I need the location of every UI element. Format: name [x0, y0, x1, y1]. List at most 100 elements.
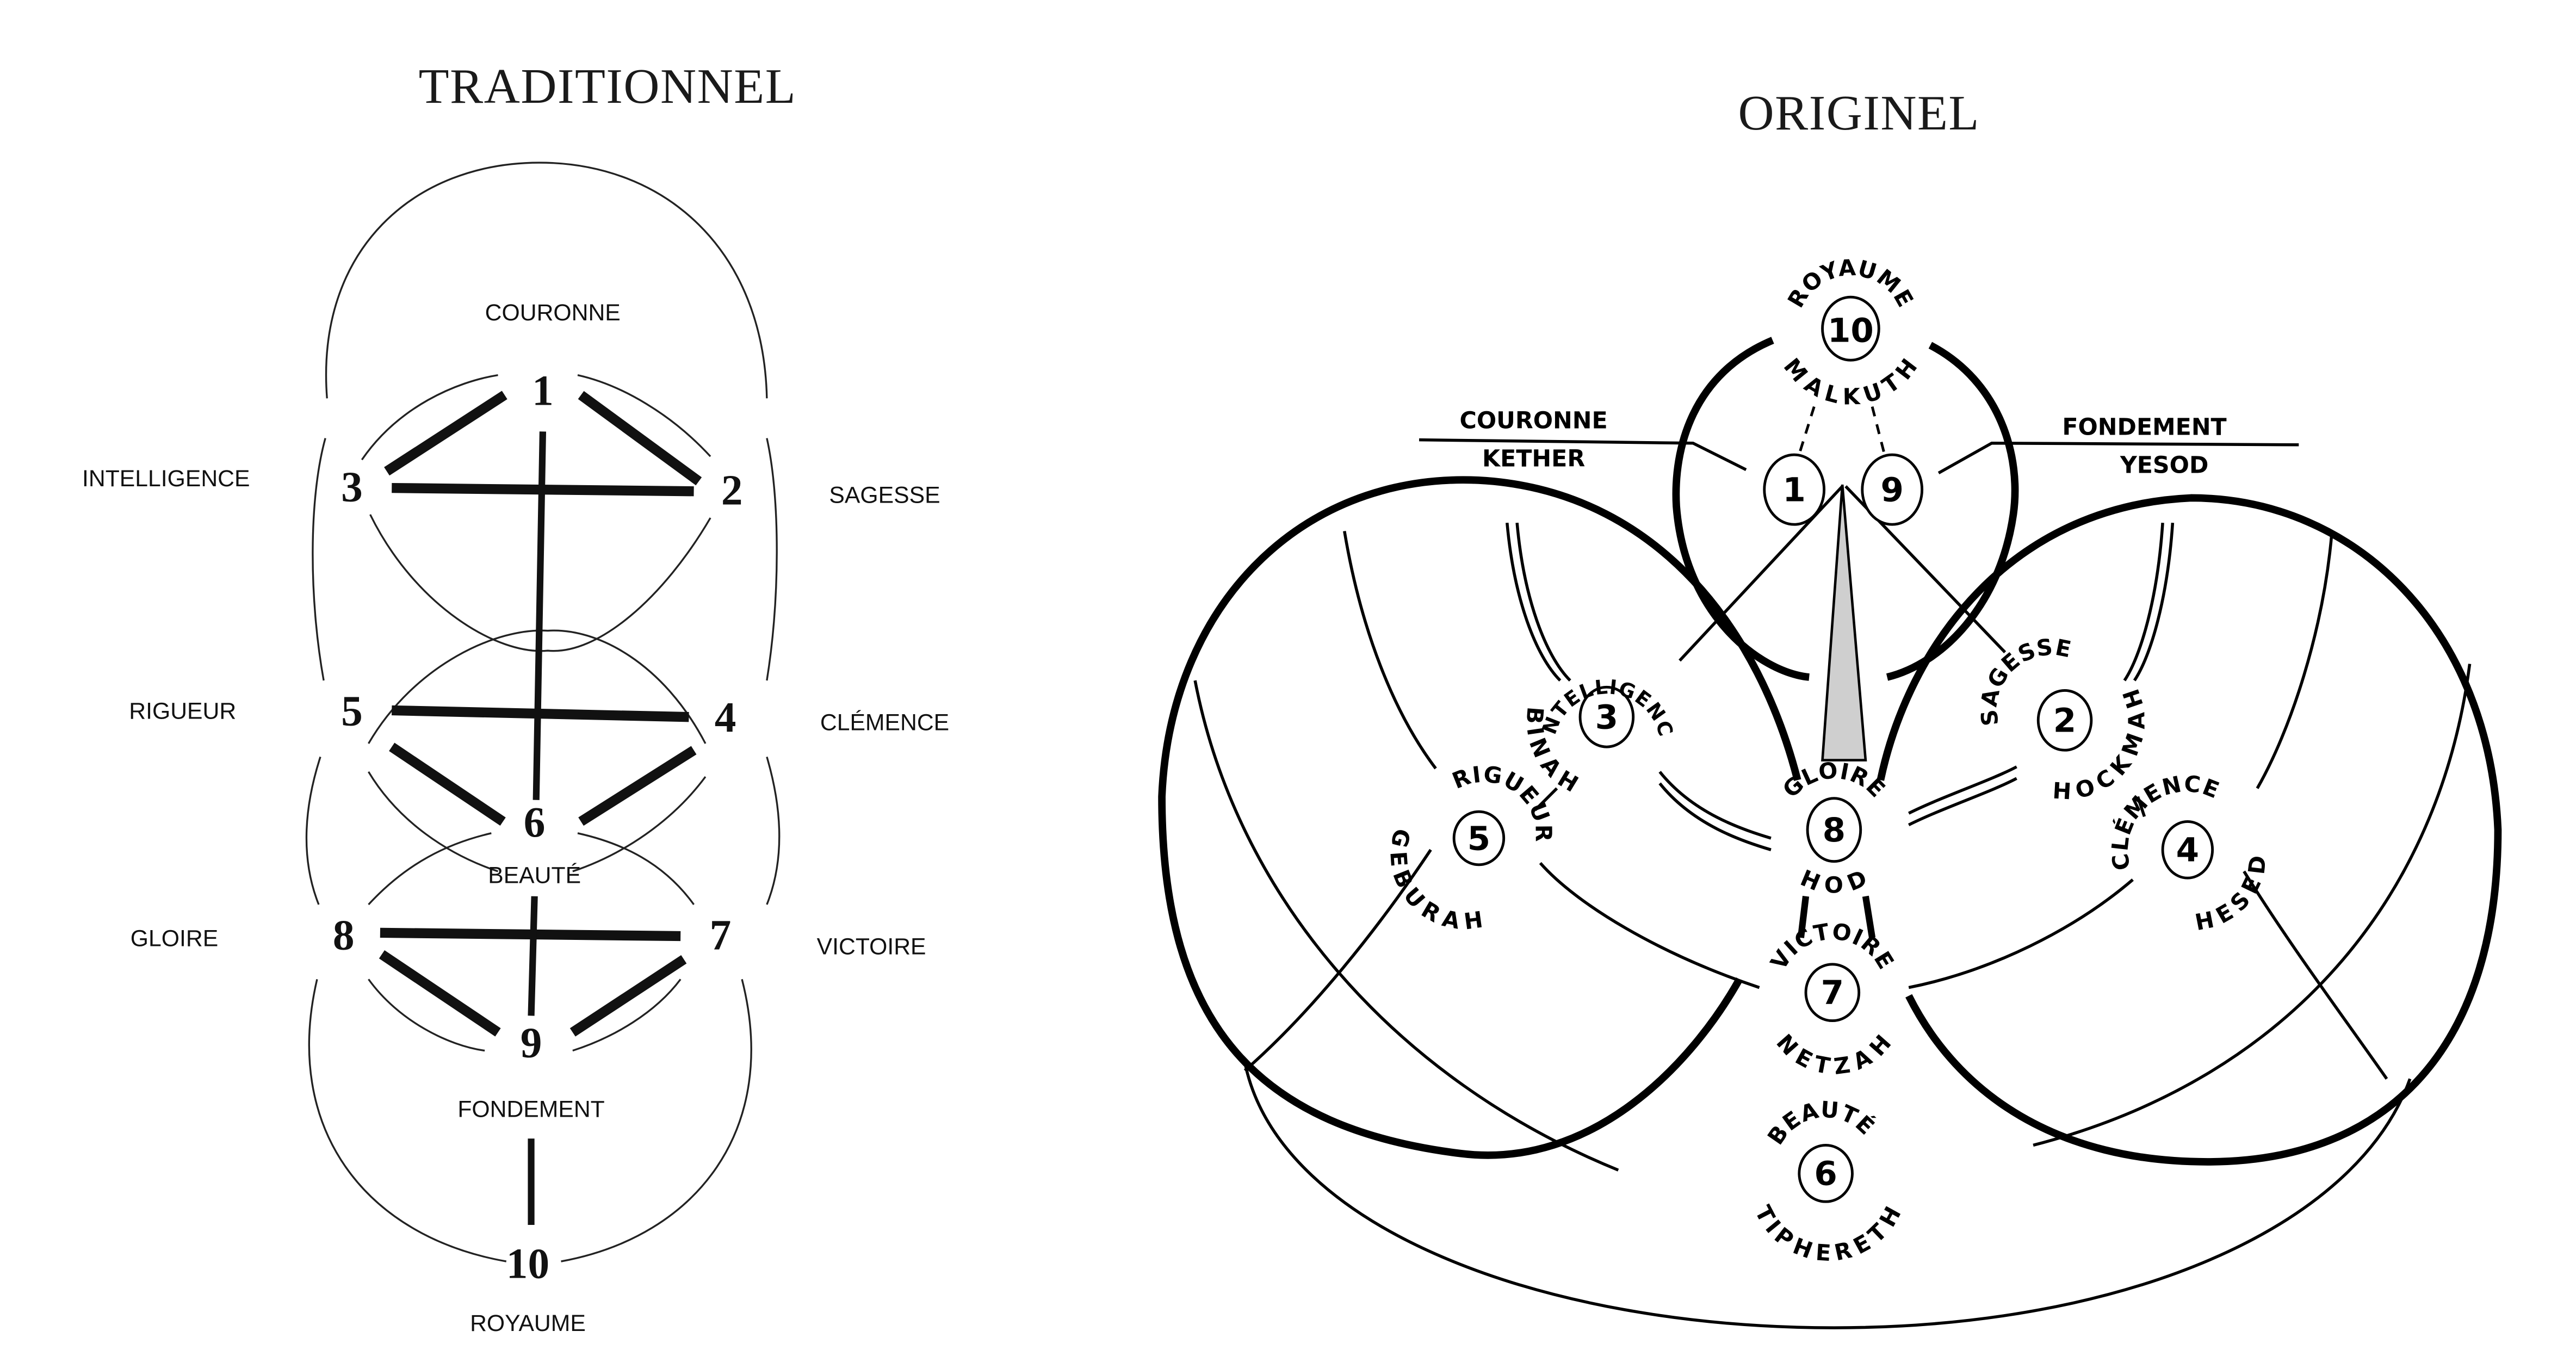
path-1-6: [532, 431, 547, 800]
outline-arc-right-3: [561, 979, 752, 1262]
node-number-10: 10: [1828, 312, 1874, 350]
outline-arc-left-2: [305, 756, 321, 905]
right-inner-curve-a: [2256, 531, 2334, 789]
kether-leader-line: [1419, 438, 1747, 472]
node-number-9: 9: [521, 1019, 542, 1067]
node-number-3: 3: [341, 463, 363, 511]
svg-text:TIPHERETH: TIPHERETH: [1750, 1202, 1907, 1267]
label-yesod: YESOD: [2120, 452, 2209, 479]
outer-bowl: [1243, 1062, 2412, 1329]
label-beaute: BEAUTÉ: [488, 862, 581, 888]
left-double-line-bottom: [1658, 771, 1772, 851]
node-number-6: 6: [1814, 1155, 1837, 1193]
node-1-kether: 1 COURONNE KETHER: [1460, 407, 1826, 526]
label-victoire: VICTOIRE: [817, 934, 926, 960]
node-number-10: 10: [506, 1240, 549, 1288]
svg-text:BEAUTÉ: BEAUTÉ: [1762, 1097, 1880, 1150]
path-1-2: [578, 391, 702, 486]
traditional-title: TRADITIONNEL: [419, 58, 796, 114]
lens-8-9: [368, 979, 485, 1052]
svg-text:INTELLIGENCE: INTELLIGENCE: [0, 0, 1678, 740]
label-malkuth: MALKUTH: [1779, 353, 1922, 410]
label-couronne: COURONNE: [1460, 407, 1608, 434]
path-5-4: [392, 705, 689, 722]
node-number-3: 3: [1595, 698, 1618, 737]
label-rigueur: RIGUEUR: [129, 698, 236, 724]
outline-arc-right-2: [766, 756, 781, 905]
traditional-tree: TRADITIONNEL 1 2 3: [82, 58, 949, 1336]
node-number-8: 8: [1823, 811, 1846, 850]
dash-3-5: [1534, 787, 1558, 812]
path-5-6: [389, 742, 506, 826]
lens-4-6: [572, 776, 707, 872]
node-7-netzah: 7 VICTOIRE NETZAH: [1766, 918, 1899, 1080]
node-number-4: 4: [2176, 831, 2199, 870]
outline-arc-right-1: [766, 438, 778, 681]
node-2-hockmah: 2 SAGESSE HOCKMAH: [1976, 634, 2149, 804]
path-4-6: [578, 746, 697, 826]
lens-1-3: [361, 374, 498, 461]
node-6-tiphereth: 6 BEAUTÉ TIPHERETH: [1750, 1097, 1907, 1267]
node-9-yesod: 9 FONDEMENT YESOD: [1861, 413, 2227, 526]
label-tiphereth: TIPHERETH: [1750, 1202, 1906, 1267]
node-number-7: 7: [710, 911, 732, 959]
lens-5-6: [368, 771, 499, 872]
node-10-malkuth: 10 ROYAUME MALKUTH: [1779, 255, 1923, 410]
bar-8-7-left: [1797, 896, 1810, 938]
path-1-3: [384, 391, 507, 476]
path-7-9: [569, 955, 687, 1037]
node-number-8: 8: [333, 911, 355, 959]
right-inner-curve-c: [1908, 878, 2134, 989]
label-kether: KETHER: [1482, 445, 1585, 472]
label-intelligence: INTELLIGENCE: [0, 0, 1677, 740]
right-inner-curve-b: [2033, 664, 2472, 1147]
label-royaume: ROYAUME: [470, 1310, 586, 1336]
dash-2-4: [2136, 796, 2146, 818]
label-clemence: CLÉMENCE: [820, 710, 949, 736]
bar-8-7-right: [1862, 895, 1876, 939]
top-circle-left-arc: [1672, 337, 1810, 681]
node-3-binah: 3 INTELLIGENCE BINAH: [0, 0, 1678, 798]
original-tree: ORIGINEL: [0, 0, 2502, 1329]
left-lobe: [1158, 476, 1801, 1159]
node-number-7: 7: [1821, 974, 1844, 1012]
label-fondement: FONDEMENT: [457, 1097, 604, 1123]
top-circle-right-arc: [1886, 342, 2019, 681]
original-title: ORIGINEL: [1738, 85, 1980, 140]
right-double-line-top: [2123, 523, 2175, 682]
label-couronne: COURONNE: [485, 300, 621, 326]
outline-arc-left-1: [312, 438, 326, 681]
lens-1-2: [577, 374, 711, 457]
left-inner-curve-c: [1539, 862, 1760, 989]
lens-upper-bowl: [369, 514, 711, 652]
lens-middle-cap: [368, 629, 707, 744]
node-number-4: 4: [715, 694, 736, 742]
node-number-1: 1: [1782, 471, 1805, 510]
node-number-9: 9: [1880, 471, 1903, 510]
right-double-line-bottom: [1908, 765, 2017, 827]
node-number-5: 5: [341, 687, 363, 735]
lens-6-7: [577, 832, 695, 905]
stippled-cone: [1821, 484, 1867, 761]
path-8-9: [379, 950, 501, 1037]
right-lobe: [1877, 494, 2502, 1166]
label-netzah: NETZAH: [1771, 1029, 1896, 1080]
outline-arc-left-3: [308, 979, 507, 1262]
lens-7-9: [572, 979, 682, 1052]
label-hod: HOD: [1797, 865, 1871, 899]
node-number-2: 2: [721, 467, 743, 515]
node-4-hesed: 4 CLÉMENCE HESED: [2107, 771, 2270, 936]
label-intelligence: INTELLIGENCE: [82, 466, 250, 492]
label-fondement: FONDEMENT: [2062, 413, 2226, 441]
label-sagesse: SAGESSE: [829, 482, 940, 509]
label-gloire: GLOIRE: [131, 925, 218, 951]
node-8-hod: 8 GLOIRE HOD: [1778, 757, 1890, 899]
svg-text:MALKUTH: MALKUTH: [1779, 353, 1923, 410]
path-6-9: [528, 896, 538, 1016]
outline-arc-top: [325, 162, 768, 399]
svg-text:NETZAH: NETZAH: [1771, 1029, 1897, 1080]
lens-6-8: [368, 832, 492, 906]
svg-text:HOD: HOD: [1797, 865, 1871, 899]
